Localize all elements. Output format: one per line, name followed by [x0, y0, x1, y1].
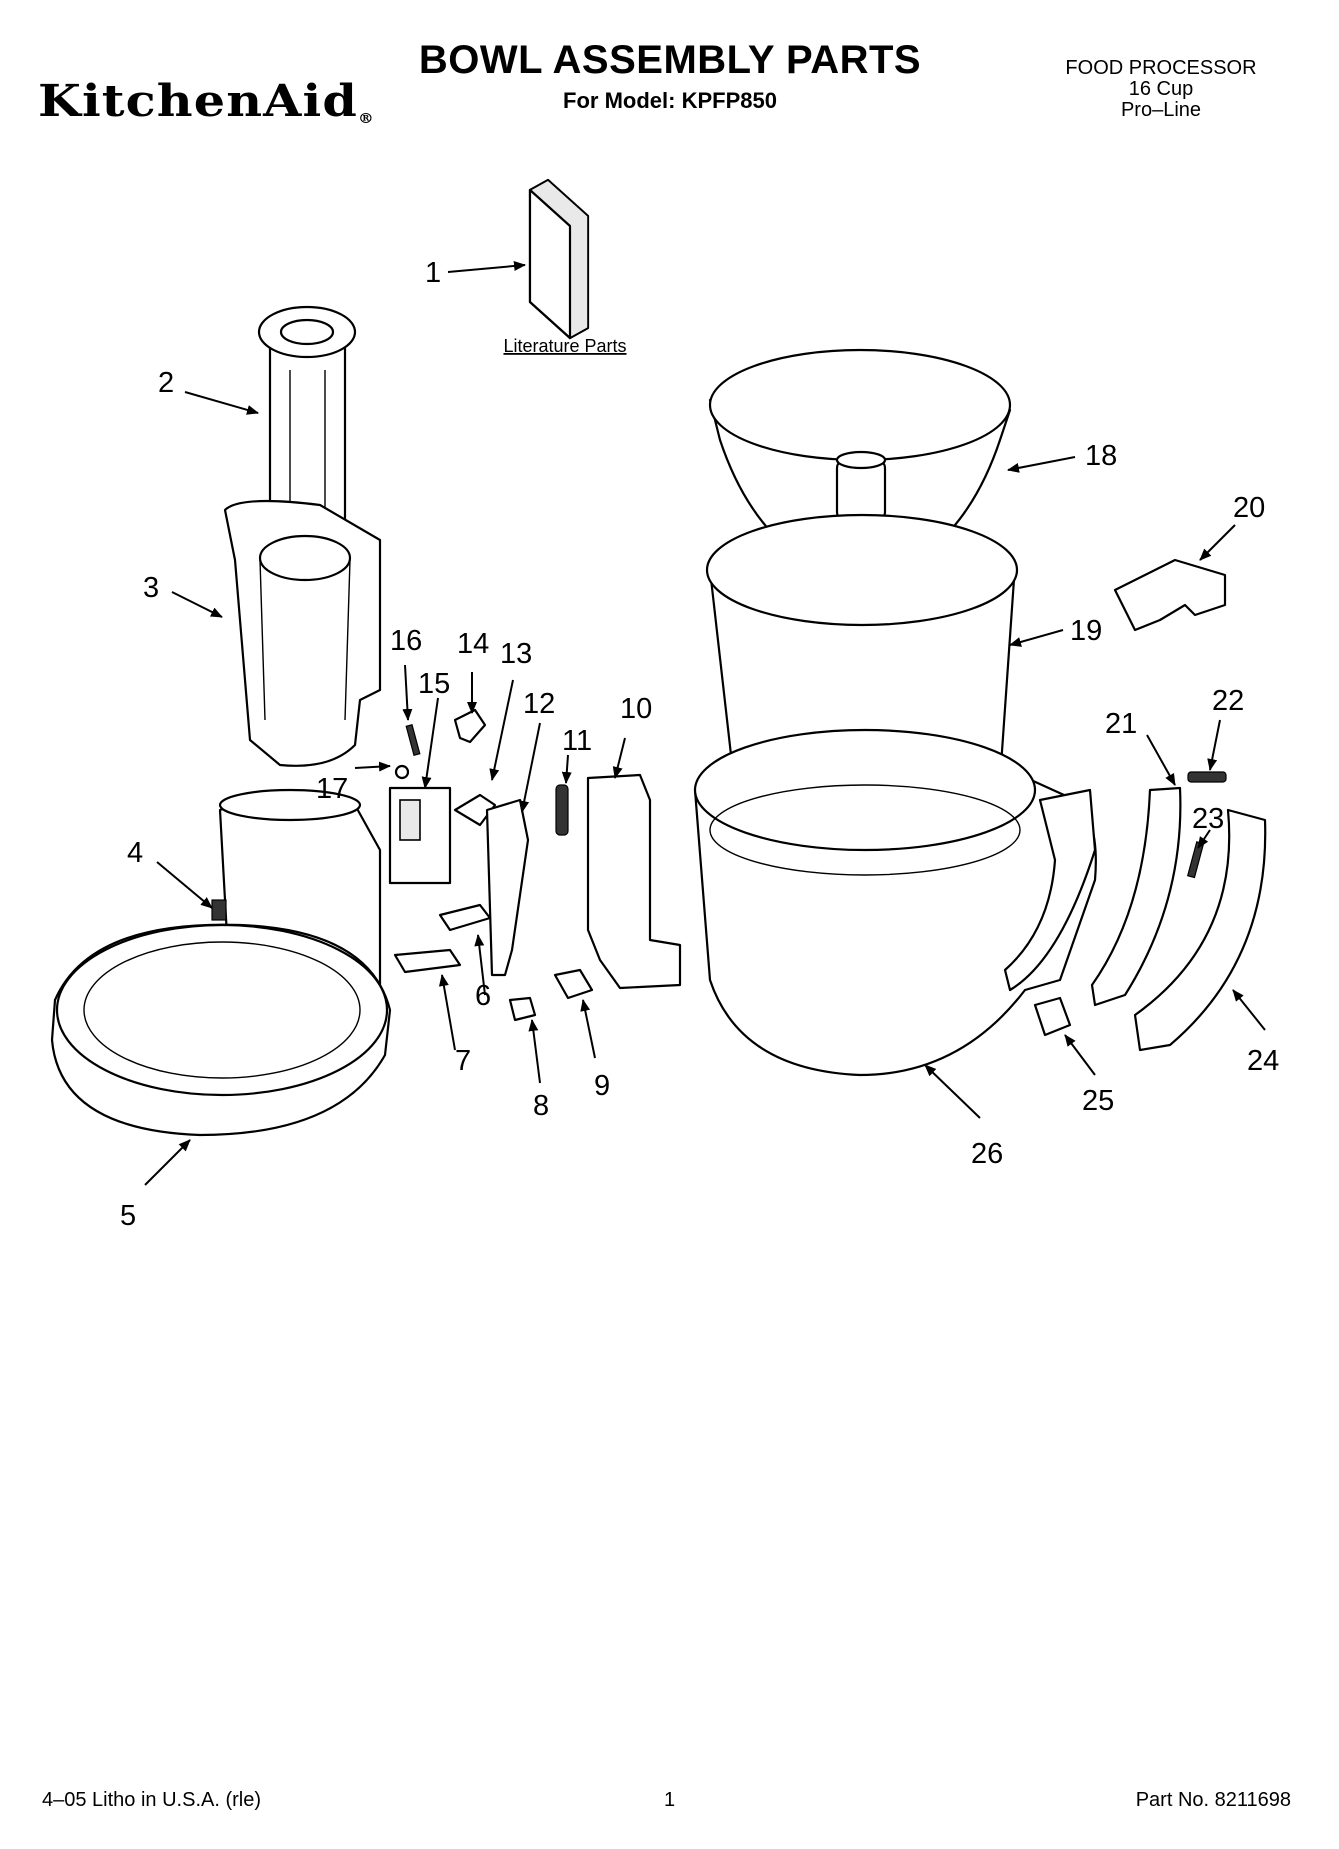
product-line-2: 16 Cup: [1128, 78, 1194, 100]
part-base-cover: [50, 923, 392, 1137]
product-line-3: Pro–Line: [1120, 99, 1202, 121]
product-info: FOOD PROCESSOR 16 Cup Pro–Line: [1031, 58, 1291, 121]
part-spring: [1187, 771, 1227, 783]
registered-mark: ®: [357, 111, 375, 127]
callout-3: 3: [143, 572, 159, 604]
callout-16: 16: [390, 625, 422, 657]
footer-page-number: 1: [663, 1789, 676, 1811]
callout-21: 21: [1105, 708, 1137, 740]
callout-22: 22: [1212, 685, 1244, 717]
callout-12: 12: [523, 688, 555, 720]
callout-6: 6: [475, 980, 491, 1012]
part-food-pusher: [257, 305, 357, 532]
kitchenaid-logo: KitchenAid®: [38, 76, 375, 127]
part-feed-tube-pusher: [223, 499, 382, 767]
product-line-1: FOOD PROCESSOR: [1065, 57, 1257, 79]
callout-11: 11: [562, 725, 592, 757]
callout-14: 14: [457, 628, 489, 660]
part-work-bowl: [693, 728, 1097, 1077]
callout-numbers: 1 2 3 4 5 6 7 8 9 10 11 12 13 14 15 16 1…: [120, 257, 1279, 1232]
callout-2: 2: [158, 367, 174, 399]
callout-19: 19: [1070, 615, 1102, 647]
part-pin: [1186, 841, 1205, 879]
callout-15: 15: [418, 668, 450, 700]
leader-lines: [144, 261, 1266, 1186]
page-title: BOWL ASSEMBLY PARTS: [418, 38, 922, 82]
callout-9: 9: [594, 1070, 610, 1102]
footer-litho: 4–05 Litho in U.S.A. (rle): [42, 1789, 261, 1811]
part-handle-inner: [1090, 786, 1182, 1007]
callout-25: 25: [1082, 1085, 1114, 1117]
part-literature: [528, 178, 590, 340]
part-handle-outer: [1133, 808, 1267, 1052]
brand-name: KitchenAid: [38, 76, 358, 127]
callout-5: 5: [120, 1200, 136, 1232]
callout-17: 17: [316, 773, 348, 805]
callout-18: 18: [1085, 440, 1117, 472]
part-latch-cover: [1113, 558, 1227, 632]
model-line: For Model: KPFP850: [563, 88, 777, 113]
callout-23: 23: [1192, 803, 1224, 835]
part-small-components: [388, 708, 682, 1022]
callout-1: 1: [425, 257, 441, 289]
footer-part-number: Part No. 8211698: [1135, 1789, 1291, 1811]
callout-26: 26: [971, 1138, 1003, 1170]
callout-13: 13: [500, 638, 532, 670]
callout-20: 20: [1233, 492, 1265, 524]
callout-10: 10: [620, 693, 652, 725]
literature-parts-label: Literature Parts: [503, 336, 626, 356]
callout-24: 24: [1247, 1045, 1279, 1077]
callout-8: 8: [533, 1090, 549, 1122]
callout-7: 7: [455, 1045, 471, 1077]
part-switch-actuator: [1033, 996, 1072, 1037]
callout-4: 4: [127, 837, 143, 869]
